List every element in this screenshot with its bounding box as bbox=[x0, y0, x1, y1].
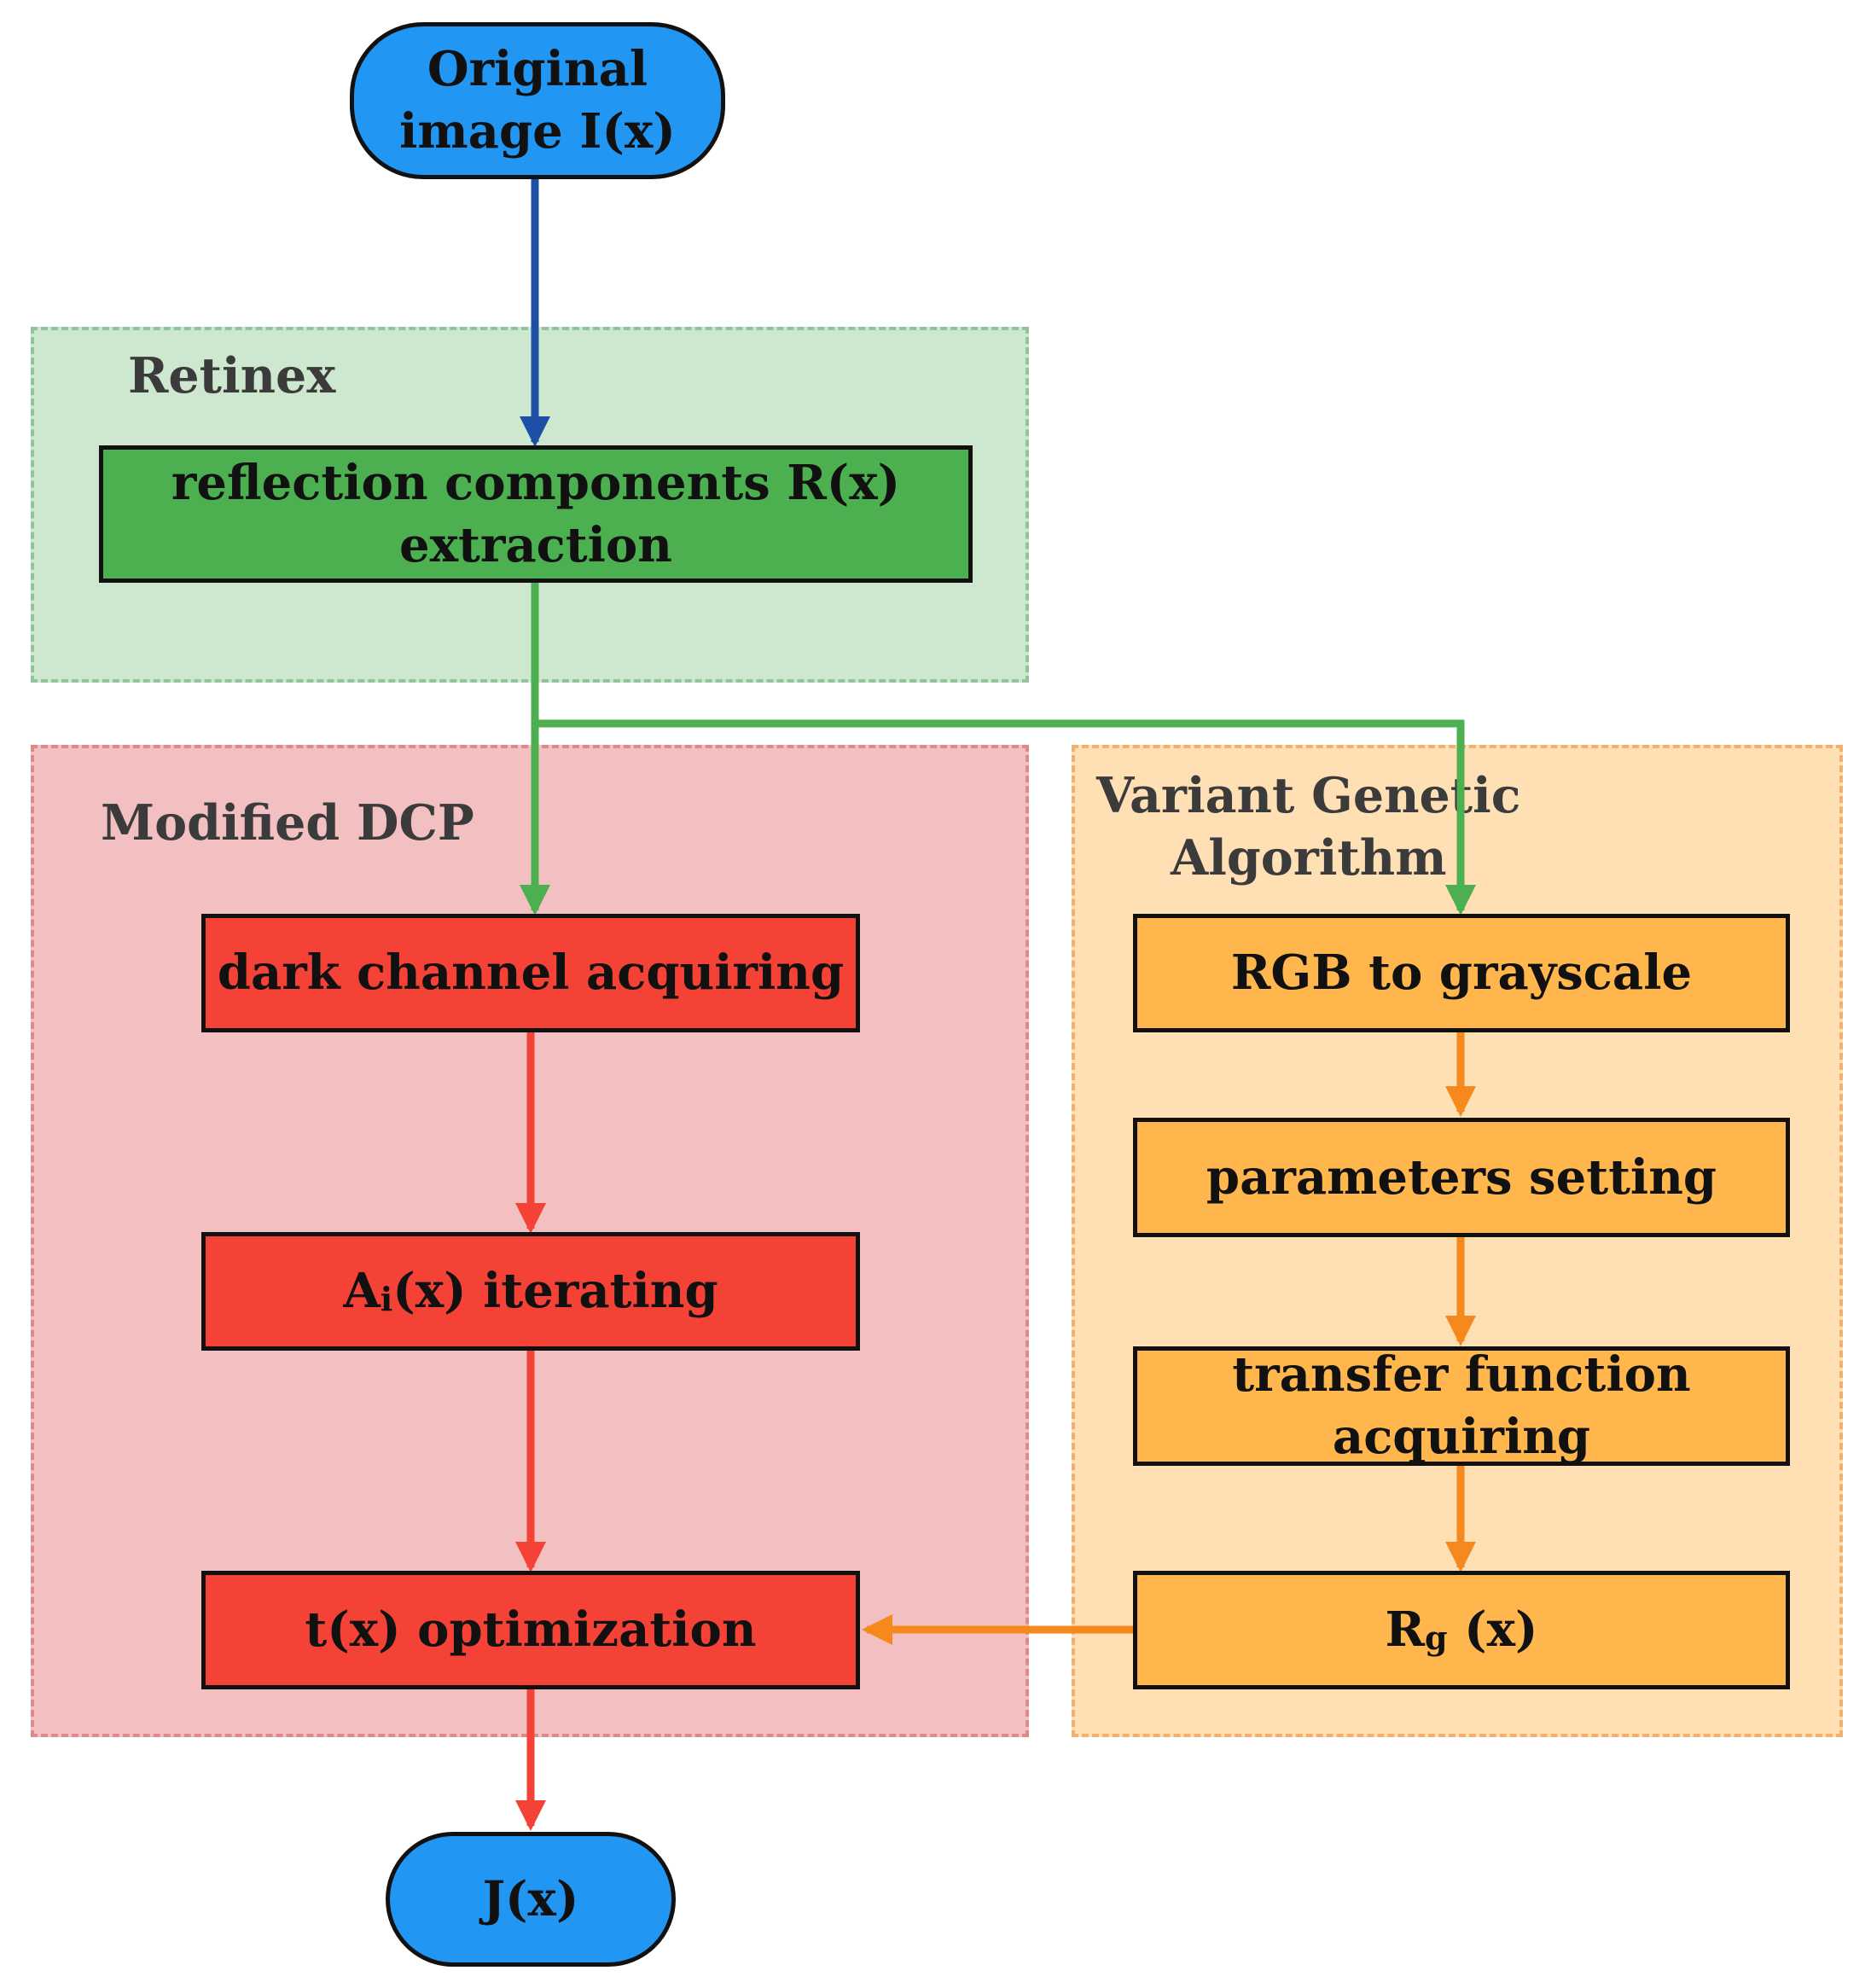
rg-subscript: g bbox=[1425, 1619, 1448, 1658]
tx-optimization-label: t(x) optimization bbox=[305, 1601, 757, 1659]
original-image-line2: image I(x) bbox=[399, 103, 676, 160]
rgb-to-grayscale-label: RGB to grayscale bbox=[1230, 945, 1693, 1002]
rg-main: R bbox=[1385, 1601, 1426, 1659]
transfer-function-node: transfer function acquiring bbox=[1133, 1346, 1790, 1466]
reflection-line2: extraction bbox=[399, 516, 672, 573]
original-image-node: Original image I(x) bbox=[350, 22, 725, 179]
retinex-label: Retinex bbox=[128, 347, 336, 404]
rg-node: Rg (x) bbox=[1133, 1571, 1790, 1689]
rgb-to-grayscale-node: RGB to grayscale bbox=[1133, 914, 1790, 1032]
ai-rest: (x) iterating bbox=[392, 1263, 718, 1320]
output-image-node: J(x) bbox=[386, 1832, 676, 1967]
ai-iterating-label: Ai(x) iterating bbox=[343, 1260, 718, 1322]
ai-main: A bbox=[343, 1263, 381, 1320]
transfer-function-label: transfer function acquiring bbox=[1232, 1346, 1691, 1465]
dark-channel-label: dark channel acquiring bbox=[217, 945, 845, 1002]
reflection-line1: reflection components R(x) bbox=[171, 454, 901, 511]
output-image-label: J(x) bbox=[482, 1870, 579, 1927]
modified-dcp-label: Modified DCP bbox=[101, 794, 474, 852]
ai-subscript: i bbox=[380, 1280, 393, 1319]
rg-rest: (x) bbox=[1447, 1601, 1538, 1659]
original-image-line1: Original bbox=[427, 41, 648, 98]
vga-label-line2: Algorithm bbox=[1170, 828, 1447, 886]
parameters-setting-label: parameters setting bbox=[1206, 1148, 1717, 1206]
variant-genetic-algorithm-label: Variant Genetic Algorithm bbox=[1096, 765, 1521, 890]
arrow-reflection-to-rgb-grayscale bbox=[535, 719, 1476, 916]
tx-optimization-node: t(x) optimization bbox=[201, 1571, 860, 1689]
parameters-setting-node: parameters setting bbox=[1133, 1118, 1790, 1237]
reflection-extraction-node: reflection components R(x) extraction bbox=[99, 445, 973, 583]
ai-iterating-node: Ai(x) iterating bbox=[201, 1232, 860, 1351]
vga-label-line1: Variant Genetic bbox=[1096, 767, 1521, 824]
rg-label: Rg (x) bbox=[1386, 1599, 1538, 1661]
dark-channel-node: dark channel acquiring bbox=[201, 914, 860, 1032]
